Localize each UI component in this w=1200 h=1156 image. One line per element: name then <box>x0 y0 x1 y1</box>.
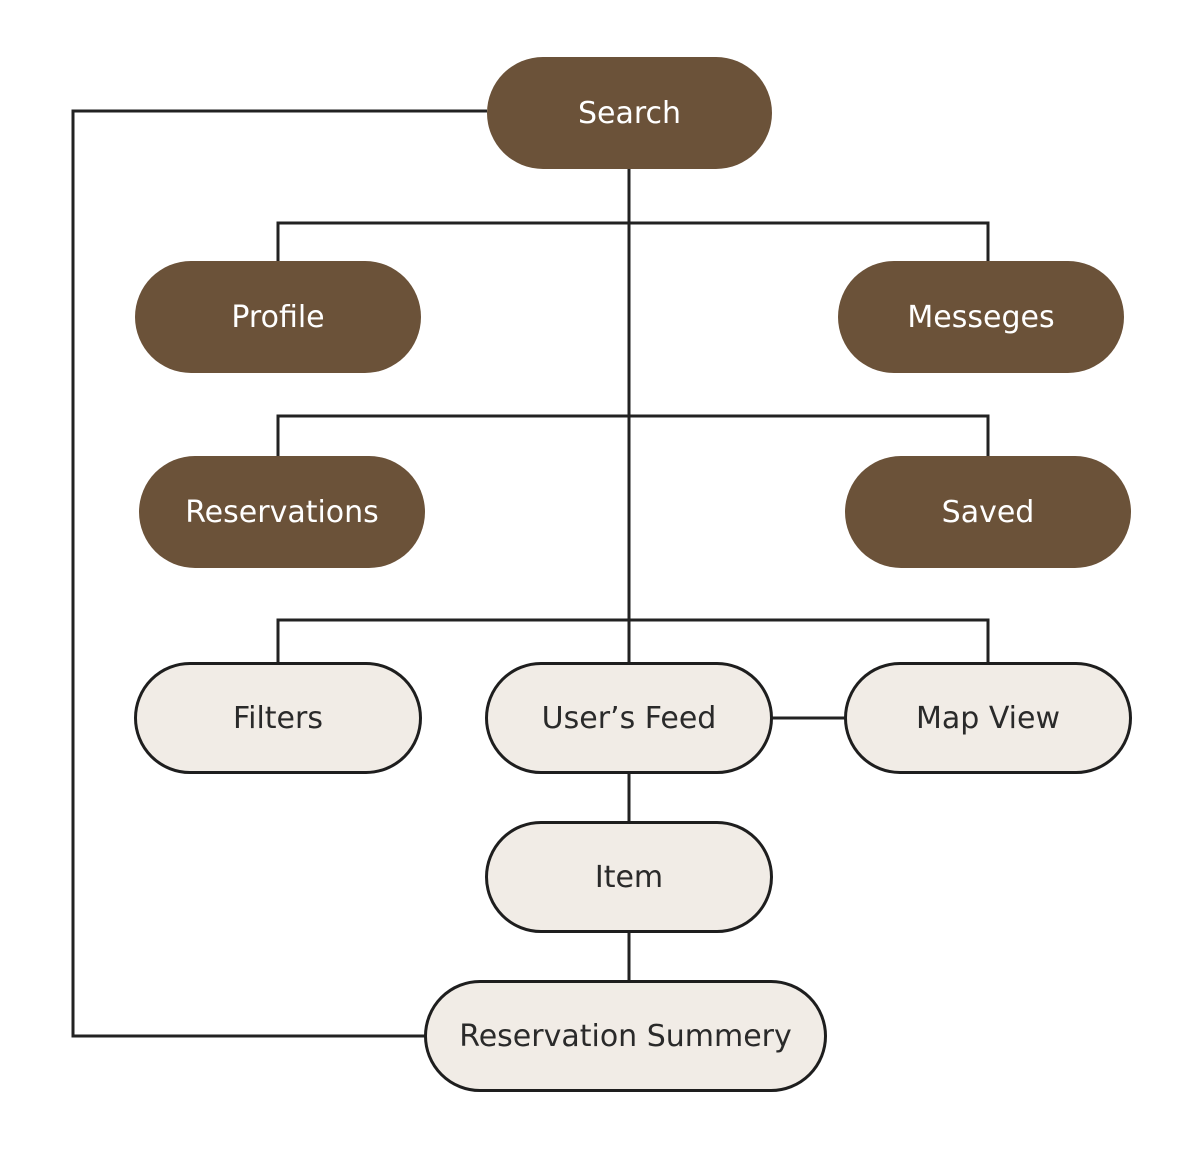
node-map-view[interactable]: Map View <box>844 662 1132 774</box>
node-users-feed-label: User’s Feed <box>541 700 717 736</box>
node-search[interactable]: Search <box>487 57 772 169</box>
node-users-feed[interactable]: User’s Feed <box>485 662 773 774</box>
node-item-label: Item <box>594 859 664 895</box>
node-saved[interactable]: Saved <box>845 456 1131 568</box>
edge-search-filters-mapview <box>276 618 990 662</box>
node-reservation-summary[interactable]: Reservation Summery <box>424 980 827 1092</box>
node-messages[interactable]: Messeges <box>838 261 1124 373</box>
node-reservations-label: Reservations <box>185 494 379 530</box>
edge-search-reservations-saved <box>276 414 990 456</box>
node-profile-label: Profile <box>231 299 325 335</box>
node-search-label: Search <box>577 95 682 131</box>
node-messages-label: Messeges <box>907 299 1055 335</box>
node-reservation-summary-label: Reservation Summery <box>459 1018 792 1054</box>
edge-search-summary-loop <box>71 109 487 1038</box>
node-filters-label: Filters <box>233 700 323 736</box>
node-reservations[interactable]: Reservations <box>139 456 425 568</box>
node-map-view-label: Map View <box>915 700 1061 736</box>
node-profile[interactable]: Profile <box>135 261 421 373</box>
node-item[interactable]: Item <box>485 821 773 933</box>
node-saved-label: Saved <box>941 494 1035 530</box>
node-filters[interactable]: Filters <box>134 662 422 774</box>
edge-search-profile-messages <box>276 221 990 262</box>
